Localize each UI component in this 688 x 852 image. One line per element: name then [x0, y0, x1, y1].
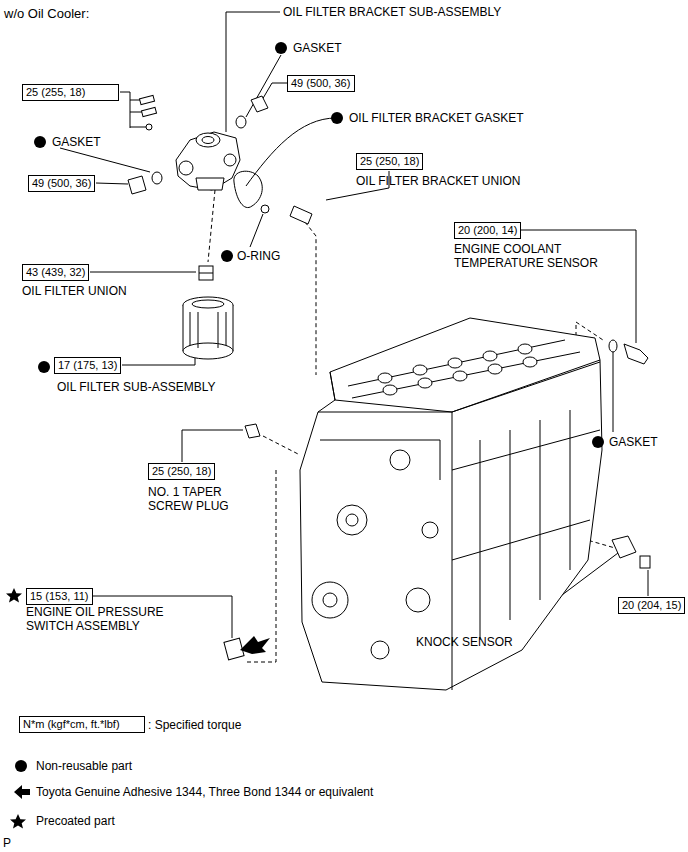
torque-value: 17 (175, 13) — [58, 359, 117, 372]
part-name: KNOCK SENSOR — [416, 635, 513, 649]
part-name: OIL FILTER BRACKET SUB-ASSEMBLY — [283, 5, 501, 19]
torque-box: 49 (500, 36) — [28, 175, 95, 192]
torque-box: 25 (255, 18) — [22, 84, 119, 101]
part-name: GASKET — [293, 41, 342, 55]
torque-value: 15 (153, 11) — [30, 590, 89, 603]
torque-box: 25 (250, 18) — [356, 153, 423, 170]
part-name: O-RING — [237, 249, 280, 263]
part-name: OIL FILTER UNION — [22, 284, 127, 298]
part-name: OIL FILTER SUB-ASSEMBLY — [57, 380, 215, 394]
legend-text: Toyota Genuine Adhesive 1344, Three Bond… — [36, 785, 373, 799]
part-name: OIL FILTER BRACKET UNION — [356, 174, 520, 188]
torque-box: 49 (500, 36) — [287, 75, 355, 92]
torque-value: 20 (204, 15) — [622, 599, 681, 612]
torque-value: 25 (255, 18) — [26, 86, 115, 99]
diagram-title: w/o Oil Cooler: — [4, 6, 89, 21]
part-name: OIL FILTER BRACKET GASKET — [349, 111, 524, 125]
part-name: GASKET — [52, 135, 101, 149]
legend-text: Non-reusable part — [36, 759, 132, 773]
torque-value: 49 (500, 36) — [32, 177, 91, 190]
torque-value: 43 (439, 32) — [26, 266, 85, 279]
part-name: ENGINE OIL PRESSURE SWITCH ASSEMBLY — [26, 605, 176, 633]
torque-value: N*m (kgf*cm, ft.*lbf) — [23, 718, 141, 731]
legend-text: : Specified torque — [148, 718, 241, 732]
part-name: NO. 1 TAPER SCREW PLUG — [148, 485, 236, 513]
torque-value: 25 (250, 18) — [152, 465, 211, 478]
legend-text: Precoated part — [36, 814, 115, 828]
torque-box: 15 (153, 11) — [26, 588, 93, 605]
torque-box: 43 (439, 32) — [22, 264, 89, 281]
page-mark: P — [3, 836, 11, 850]
torque-box: 20 (204, 15) — [618, 597, 685, 614]
torque-value: 49 (500, 36) — [291, 77, 351, 90]
torque-value: 25 (250, 18) — [360, 155, 419, 168]
leader-line — [226, 12, 280, 132]
part-name: GASKET — [609, 435, 658, 449]
part-name: ENGINE COOLANT TEMPERATURE SENSOR — [454, 242, 619, 270]
torque-value: 20 (200, 14) — [458, 224, 517, 237]
torque-box: 17 (175, 13) — [54, 357, 121, 374]
torque-box: 25 (250, 18) — [148, 463, 215, 480]
torque-legend-box: N*m (kgf*cm, ft.*lbf) — [19, 716, 145, 733]
torque-box: 20 (200, 14) — [454, 222, 521, 239]
